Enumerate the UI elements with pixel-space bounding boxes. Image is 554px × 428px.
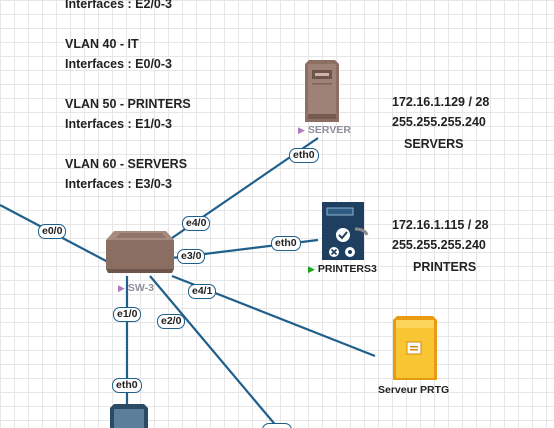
interface-badge-server-eth0[interactable]: eth0 (289, 148, 319, 163)
printers-label: ▶PRINTERS3 (308, 263, 377, 275)
link-sw-e2-0[interactable] (149, 275, 279, 428)
interface-badge-printers-eth0[interactable]: eth0 (271, 236, 301, 251)
server-tower-icon (305, 60, 339, 122)
interface-badge-sw-e0-0[interactable]: e0/0 (38, 224, 67, 239)
note-printers-mask: 255.255.255.240 (392, 238, 486, 252)
note-vlan60-title: VLAN 60 - SERVERS (65, 157, 188, 171)
stopped-status-icon: ▶ (298, 125, 305, 135)
printers-label-text: PRINTERS3 (317, 263, 377, 275)
prtg-label-text: Serveur PRTG (378, 384, 450, 396)
note-servers-ip: 172.16.1.129 / 28 (392, 95, 490, 109)
server-node[interactable] (305, 60, 339, 127)
interface-badge-sw-e1-0[interactable]: e1/0 (113, 307, 142, 322)
note-vlan50-title: VLAN 50 - PRINTERS (65, 97, 191, 111)
server-label-text: SERVER (307, 124, 351, 136)
note-vlan60-interfaces: Interfaces : E3/0-3 (65, 177, 172, 191)
interface-badge-sw-e4-1[interactable]: e4/1 (188, 284, 217, 299)
interface-badge-sw-e4-0[interactable]: e4/0 (182, 216, 211, 231)
note-vlan50-interfaces: Interfaces : E1/0-3 (65, 117, 172, 131)
file-cabinet-icon (393, 316, 437, 380)
printer-server-icon (322, 202, 369, 260)
printers-node[interactable] (322, 202, 372, 265)
interface-badge-sw-e2-0[interactable]: e2/0 (157, 314, 186, 329)
running-status-icon: ▶ (308, 264, 315, 274)
interface-badge-cut[interactable] (262, 423, 292, 428)
switch-icon (106, 231, 174, 273)
switch-node[interactable] (106, 231, 174, 278)
note-printers-name: PRINTERS (413, 260, 477, 274)
prtg-node[interactable] (393, 316, 437, 385)
note-vlan40-interfaces: Interfaces : E0/0-3 (65, 57, 172, 71)
switch-label-text: SW-3 (127, 282, 154, 294)
switch-label: ▶SW-3 (118, 282, 154, 294)
interface-badge-sw-e3-0[interactable]: e3/0 (177, 249, 206, 264)
monitor-icon (110, 404, 148, 428)
server-label: ▶SERVER (298, 124, 351, 136)
note-vlan40-title: VLAN 40 - IT (65, 37, 139, 51)
note-servers-name: SERVERS (404, 137, 464, 151)
pc-node[interactable] (110, 404, 148, 428)
interface-badge-pc-eth0[interactable]: eth0 (112, 378, 142, 393)
note-printers-ip: 172.16.1.115 / 28 (392, 218, 489, 232)
stopped-status-icon: ▶ (118, 283, 125, 293)
note-servers-mask: 255.255.255.240 (392, 115, 486, 129)
note-vlan-top-interfaces: Interfaces : E2/0-3 (65, 0, 172, 11)
prtg-label: Serveur PRTG (378, 384, 449, 396)
